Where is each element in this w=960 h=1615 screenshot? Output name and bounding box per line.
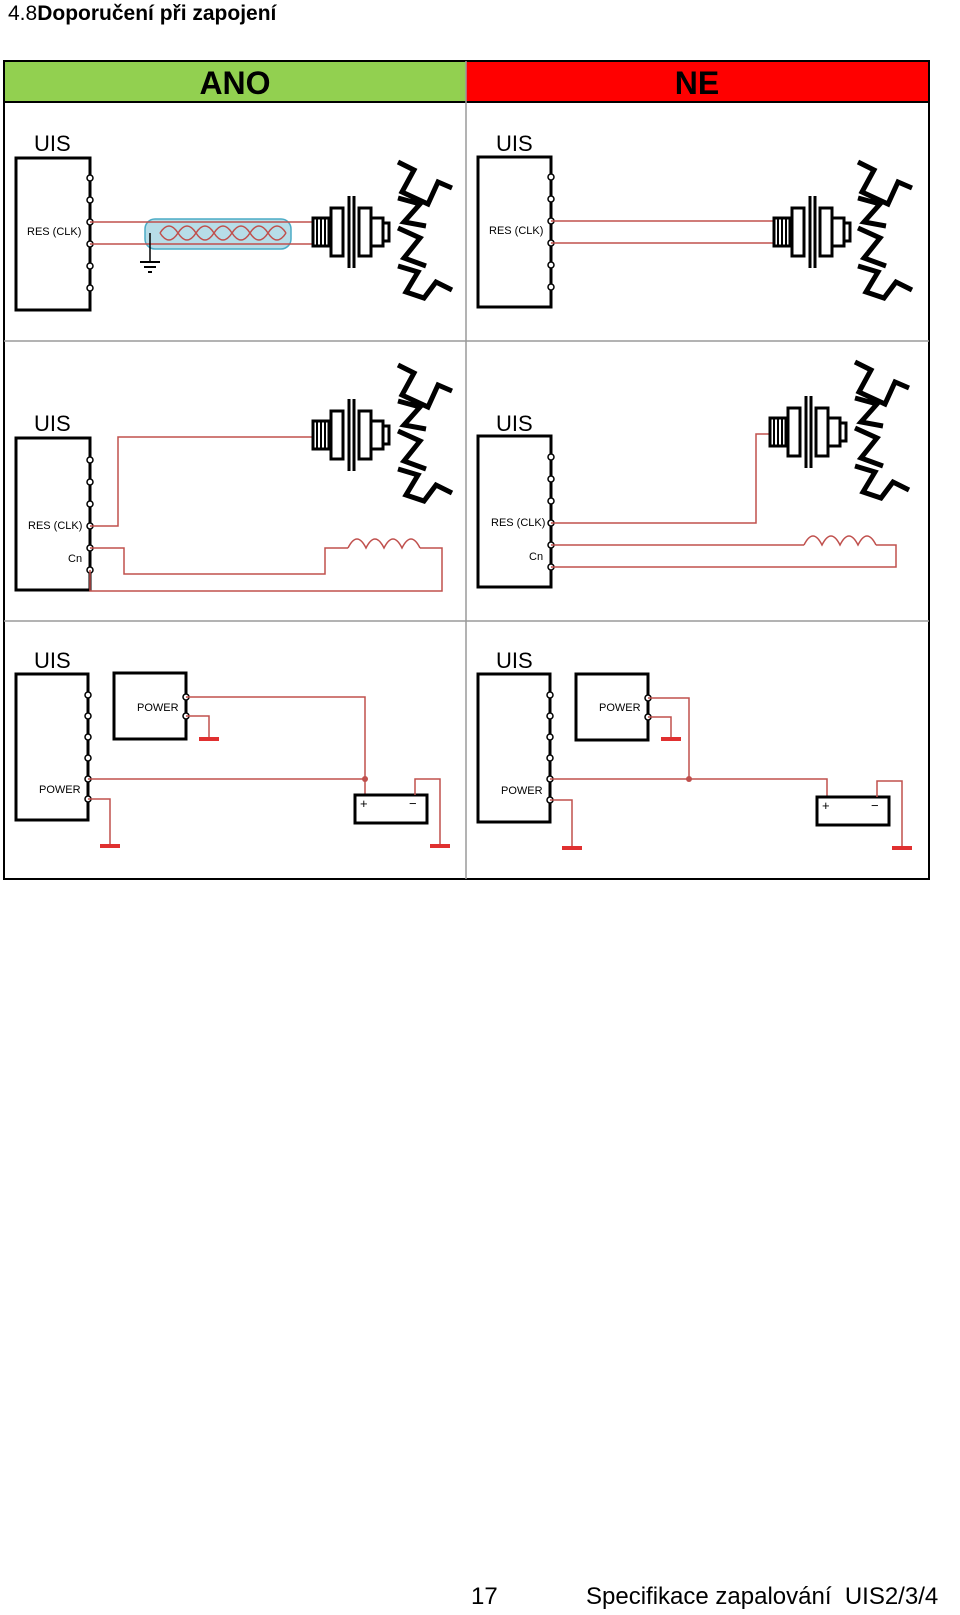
res-clk-label: RES (CLK) (491, 517, 545, 529)
device-label: UIS (496, 411, 533, 436)
page-title: 4.8Doporučení při zapojení (8, 2, 276, 26)
power-label: POWER (39, 784, 81, 796)
power-label: POWER (599, 702, 641, 714)
power-label: POWER (137, 702, 179, 714)
uis-unit (476, 155, 553, 309)
res-clk-label: RES (CLK) (28, 520, 82, 532)
device-label: UIS (34, 131, 71, 156)
power-label: POWER (501, 785, 543, 797)
uis-unit (14, 436, 92, 592)
panel-parallel-wires-no: UIS RES (CLK) Cn (476, 362, 909, 589)
uis-unit (14, 156, 92, 312)
panel-power-yes: UIS POWER POWER + − (14, 648, 452, 848)
device-label: UIS (34, 411, 71, 436)
page-number: 17 (471, 1583, 498, 1610)
device-label: UIS (34, 648, 71, 673)
cn-label: Cn (68, 553, 82, 565)
panel-unshielded-no: UIS RES (CLK) (476, 131, 912, 309)
device-label: UIS (496, 131, 533, 156)
header-yes-label: ANO (199, 65, 270, 101)
device-label: UIS (496, 648, 533, 673)
panel-power-no: UIS POWER POWER + − (476, 648, 914, 850)
res-clk-label: RES (CLK) (489, 225, 543, 237)
section-title: Doporučení při zapojení (37, 2, 277, 25)
document-title: Specifikace zapalování UIS2/3/4 (586, 1583, 939, 1610)
battery-minus: − (409, 796, 417, 811)
battery (353, 793, 429, 825)
panel-separate-wires-yes: UIS RES (CLK) Cn (14, 365, 452, 592)
power-unit (112, 671, 188, 741)
battery-minus: − (871, 798, 879, 813)
panel-shielded-yes: UIS RES (CLK) (14, 131, 452, 312)
res-clk-label: RES (CLK) (27, 226, 81, 238)
uis-unit (14, 672, 90, 822)
header-no-label: NE (675, 65, 719, 101)
shield-cable (144, 218, 292, 250)
header-yes (5, 62, 466, 102)
header-no (466, 62, 928, 102)
cn-label: Cn (529, 551, 543, 563)
power-unit (574, 672, 650, 742)
section-number: 4.8 (8, 2, 38, 25)
battery-plus: + (360, 796, 368, 811)
battery-plus: + (822, 798, 830, 813)
uis-unit (476, 434, 553, 589)
battery (815, 795, 891, 827)
uis-unit (476, 672, 552, 824)
